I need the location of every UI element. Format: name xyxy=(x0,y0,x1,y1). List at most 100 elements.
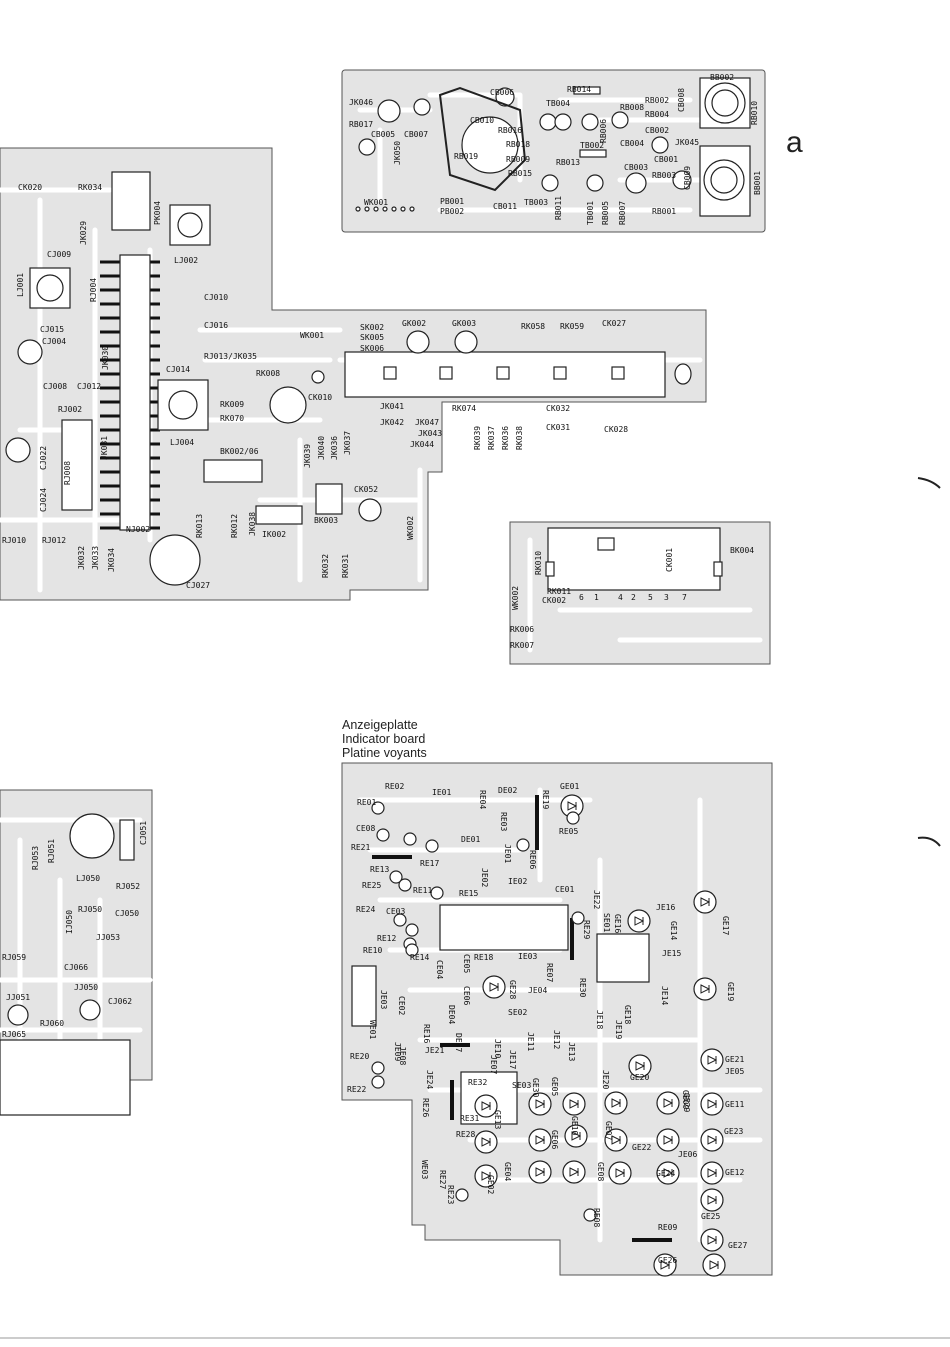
pad xyxy=(455,1188,469,1202)
big-capacitor xyxy=(69,813,115,859)
part-label: JE09 xyxy=(393,1042,402,1061)
switch-square xyxy=(611,366,625,380)
part-label: CB003 xyxy=(624,163,648,172)
part-label: GE17 xyxy=(721,916,730,935)
part-label: CJ016 xyxy=(204,321,228,330)
part-label: JE04 xyxy=(528,986,547,995)
part-label: RE20 xyxy=(350,1052,369,1061)
part-label: RK012 xyxy=(230,514,239,538)
part-label: CJ010 xyxy=(204,293,228,302)
part-label: RB001 xyxy=(652,207,676,216)
part-label: RE01 xyxy=(357,798,376,807)
rb014-resistor xyxy=(573,86,601,95)
part-label: GE04 xyxy=(503,1162,512,1181)
part-label: RE14 xyxy=(410,953,429,962)
part-label: JE05 xyxy=(725,1067,744,1076)
rb013-resistor xyxy=(579,149,607,158)
part-label: GE08 xyxy=(596,1162,605,1181)
part-label: JE02 xyxy=(480,868,489,887)
part-label: GE19 xyxy=(726,982,735,1001)
pin xyxy=(382,206,388,212)
part-label: RJ052 xyxy=(116,882,140,891)
led xyxy=(700,1128,724,1152)
left-outline-frame xyxy=(0,1039,131,1116)
pad xyxy=(371,1061,385,1075)
part-label: CE05 xyxy=(462,954,471,973)
part-label: WE03 xyxy=(420,1160,429,1179)
part-label: RJ010 xyxy=(2,536,26,545)
jk046-pad xyxy=(377,99,401,123)
part-label: RE23 xyxy=(446,1185,455,1204)
part-label: RE21 xyxy=(351,843,370,852)
part-label: SK005 xyxy=(360,333,384,342)
part-label: JK050 xyxy=(393,141,402,165)
part-label: DE04 xyxy=(447,1005,456,1024)
wk001-pins xyxy=(355,206,415,212)
pad xyxy=(371,1075,385,1089)
part-label: RJ060 xyxy=(40,1019,64,1028)
part-label: DE07 xyxy=(454,1033,463,1052)
part-label: RB009 xyxy=(506,155,530,164)
part-label: CK001 xyxy=(665,548,674,572)
part-label: CK028 xyxy=(604,425,628,434)
part-label: CK032 xyxy=(546,404,570,413)
part-label: JE18 xyxy=(595,1010,604,1029)
part-label: CJ027 xyxy=(186,581,210,590)
part-label: RJ053 xyxy=(31,846,40,870)
pad xyxy=(405,923,419,937)
part-label: RE26 xyxy=(421,1098,430,1117)
part-label: JK034 xyxy=(107,548,116,572)
je03-block xyxy=(351,965,377,1027)
caption-german: Anzeigeplatte xyxy=(342,718,418,732)
part-label: RK070 xyxy=(220,414,244,423)
part-label: CK052 xyxy=(354,485,378,494)
part-label: JE10 xyxy=(493,1039,502,1058)
part-label: GE27 xyxy=(728,1241,747,1250)
part-label: RE28 xyxy=(456,1130,475,1139)
part-label: RK006 xyxy=(510,625,534,634)
part-label: CB007 xyxy=(404,130,428,139)
part-label: JK042 xyxy=(380,418,404,427)
part-label: LJ050 xyxy=(76,874,100,883)
part-label: CJ008 xyxy=(43,382,67,391)
led xyxy=(628,1054,652,1078)
part-label: CE03 xyxy=(386,907,405,916)
led xyxy=(482,975,506,999)
pad xyxy=(371,801,385,815)
part-label: RE31 xyxy=(460,1114,479,1123)
part-label: RB015 xyxy=(508,169,532,178)
pad xyxy=(566,811,580,825)
part-label: RJ065 xyxy=(2,1030,26,1039)
part-label: CB006 xyxy=(490,88,514,97)
part-label: JE24 xyxy=(425,1070,434,1089)
part-label: JK029 xyxy=(79,221,88,245)
part-label: RK038 xyxy=(515,426,524,450)
part-label: JE13 xyxy=(567,1042,576,1061)
part-label: RE16 xyxy=(422,1024,431,1043)
part-label: RE09 xyxy=(658,1223,677,1232)
part-label: JK039 xyxy=(303,444,312,468)
pin xyxy=(400,206,406,212)
part-label: RK011 xyxy=(547,587,571,596)
part-label: CK010 xyxy=(308,393,332,402)
part-label: RK037 xyxy=(487,426,496,450)
part-label: RB014 xyxy=(567,85,591,94)
led xyxy=(700,1188,724,1212)
part-label: IJ050 xyxy=(65,910,74,934)
part-label: GE28 xyxy=(508,980,517,999)
part-label: JK047 xyxy=(415,418,439,427)
part-label: IE02 xyxy=(508,877,527,886)
part-label: RE05 xyxy=(559,827,578,836)
part-label: DE02 xyxy=(498,786,517,795)
led xyxy=(562,1092,586,1116)
part-label: CJ004 xyxy=(42,337,66,346)
part-label: RB010 xyxy=(750,101,759,125)
pad xyxy=(425,839,439,853)
part-label: RJ008 xyxy=(63,461,72,485)
part-label: RB017 xyxy=(349,120,373,129)
part-label: LJ002 xyxy=(174,256,198,265)
part-label: GE18 xyxy=(623,1005,632,1024)
part-label: JE14 xyxy=(660,986,669,1005)
part-label: JK045 xyxy=(675,138,699,147)
